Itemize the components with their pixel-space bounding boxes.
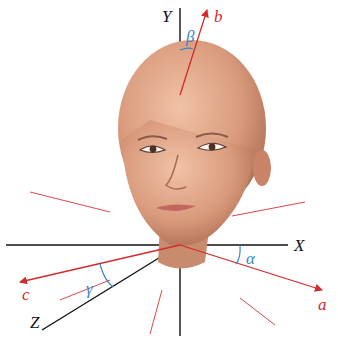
angle-label: β	[186, 28, 194, 45]
angle-label: γ	[86, 280, 93, 297]
axis-label: Y	[162, 8, 171, 25]
angle-label: α	[246, 250, 255, 267]
axis-label: Z	[30, 314, 39, 331]
axis-label: X	[294, 237, 304, 254]
axis-label: b	[214, 8, 223, 25]
axis-label: a	[318, 296, 327, 313]
axis-label: c	[22, 286, 30, 303]
